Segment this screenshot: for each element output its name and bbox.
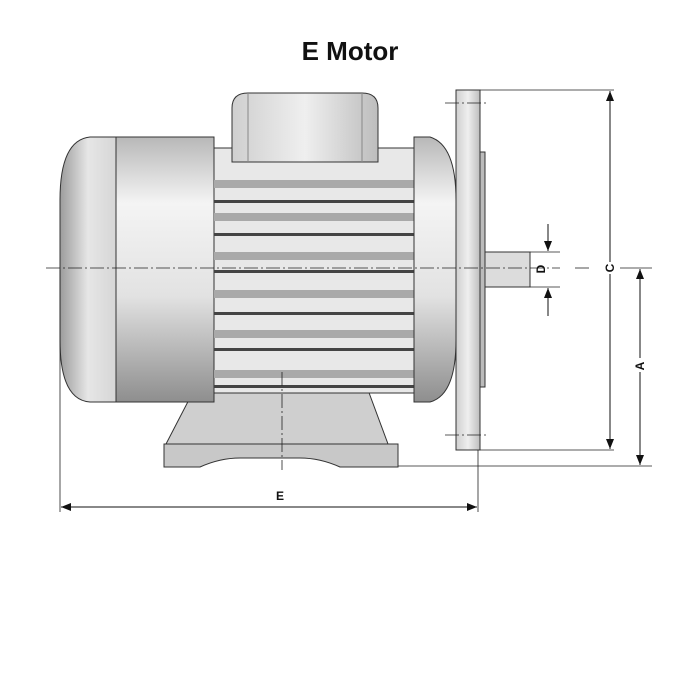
fin-stripe	[214, 290, 414, 298]
fin-stripe	[214, 213, 414, 221]
fin-stripe	[214, 370, 414, 378]
dimension-e-label: E	[276, 489, 284, 503]
dimension-d-label: D	[534, 264, 548, 273]
fin-stripe	[214, 312, 414, 315]
diagram-title: E Motor	[301, 36, 399, 66]
fin-stripe	[214, 200, 414, 203]
rear-fan-cover	[59, 136, 117, 403]
fin-stripe	[214, 385, 414, 388]
extension-lines	[59, 89, 652, 512]
motor-shaft	[484, 251, 531, 288]
dimension-c: C	[603, 91, 617, 449]
dimension-d: D	[534, 224, 552, 316]
motor-body	[115, 136, 215, 403]
dimension-a: A	[633, 269, 647, 465]
cooling-fins	[213, 147, 415, 394]
fin-stripe	[214, 270, 414, 273]
fin-stripe	[214, 233, 414, 236]
fin-stripe	[214, 180, 414, 188]
mounting-flange	[455, 89, 481, 451]
motor-foot	[163, 389, 399, 468]
fin-stripe	[214, 330, 414, 338]
terminal-box	[231, 92, 379, 163]
front-end-shield	[413, 136, 457, 403]
fin-stripe	[214, 348, 414, 351]
centerlines	[46, 102, 590, 470]
dimension-a-label: A	[633, 361, 647, 370]
fin-stripe	[214, 252, 414, 260]
dimension-c-label: C	[603, 263, 617, 272]
flange-spigot	[479, 151, 486, 388]
dimension-e: E	[61, 489, 477, 511]
